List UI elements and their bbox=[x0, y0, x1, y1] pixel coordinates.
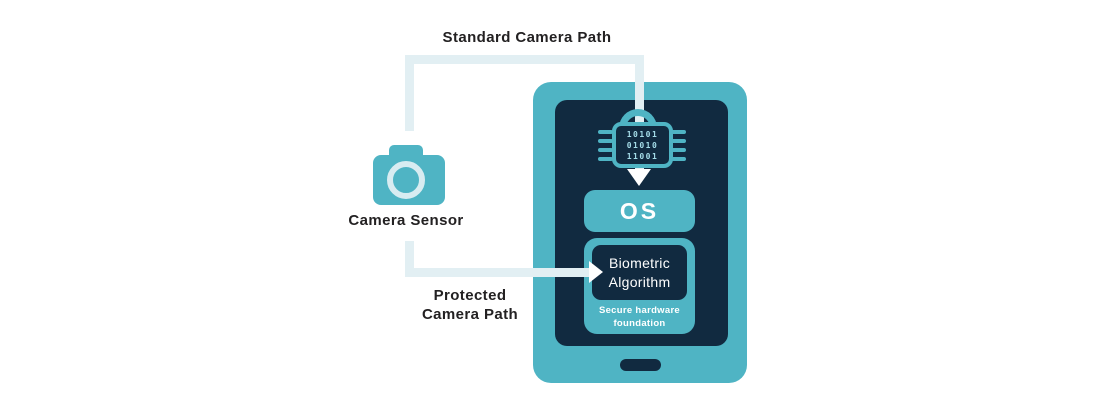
camera-sensor-label: Camera Sensor bbox=[348, 212, 464, 229]
home-button bbox=[620, 359, 661, 371]
chip-pin bbox=[598, 139, 613, 143]
chip-pin bbox=[598, 130, 613, 134]
chip-pin bbox=[671, 139, 686, 143]
lock-shackle bbox=[619, 109, 657, 133]
standard-camera-path-label: Standard Camera Path bbox=[442, 29, 612, 46]
secure-foundation-line1: Secure hardware bbox=[598, 305, 681, 316]
binary-row: 10101 bbox=[626, 129, 659, 139]
biometric-algorithm-line2: Algorithm bbox=[608, 273, 671, 290]
biometric-algorithm-box: Biometric Algorithm bbox=[592, 245, 687, 300]
protected-path-line-horizontal bbox=[405, 268, 589, 277]
os-box: OS bbox=[584, 190, 695, 232]
camera-lens bbox=[387, 161, 425, 199]
protected-label-line1: Protected bbox=[433, 287, 507, 304]
secure-enclave-box: Biometric Algorithm Secure hardware foun… bbox=[584, 238, 695, 334]
right-arrow-icon bbox=[589, 261, 603, 283]
secure-foundation-caption: Secure hardware foundation bbox=[599, 305, 680, 330]
biometric-algorithm-line1: Biometric bbox=[608, 255, 671, 271]
binary-row: 11001 bbox=[626, 151, 659, 161]
chip-pin bbox=[671, 130, 686, 134]
chip-pin bbox=[671, 157, 686, 161]
secure-foundation-line2: foundation bbox=[613, 317, 666, 329]
protected-label-line2: Camera Path bbox=[421, 306, 519, 323]
os-label: OS bbox=[619, 197, 660, 224]
binary-row: 01010 bbox=[626, 140, 659, 150]
chip-pin bbox=[598, 157, 613, 161]
standard-path-line-horizontal bbox=[405, 55, 643, 64]
chip-pin bbox=[598, 148, 613, 152]
encryption-chip-lock-icon: 10101 01010 11001 bbox=[612, 122, 673, 168]
camera-icon bbox=[373, 145, 445, 205]
protected-path-line-vertical bbox=[405, 241, 414, 277]
standard-path-line-vertical bbox=[405, 55, 414, 131]
down-arrow-icon bbox=[627, 169, 651, 186]
chip-pin bbox=[671, 148, 686, 152]
